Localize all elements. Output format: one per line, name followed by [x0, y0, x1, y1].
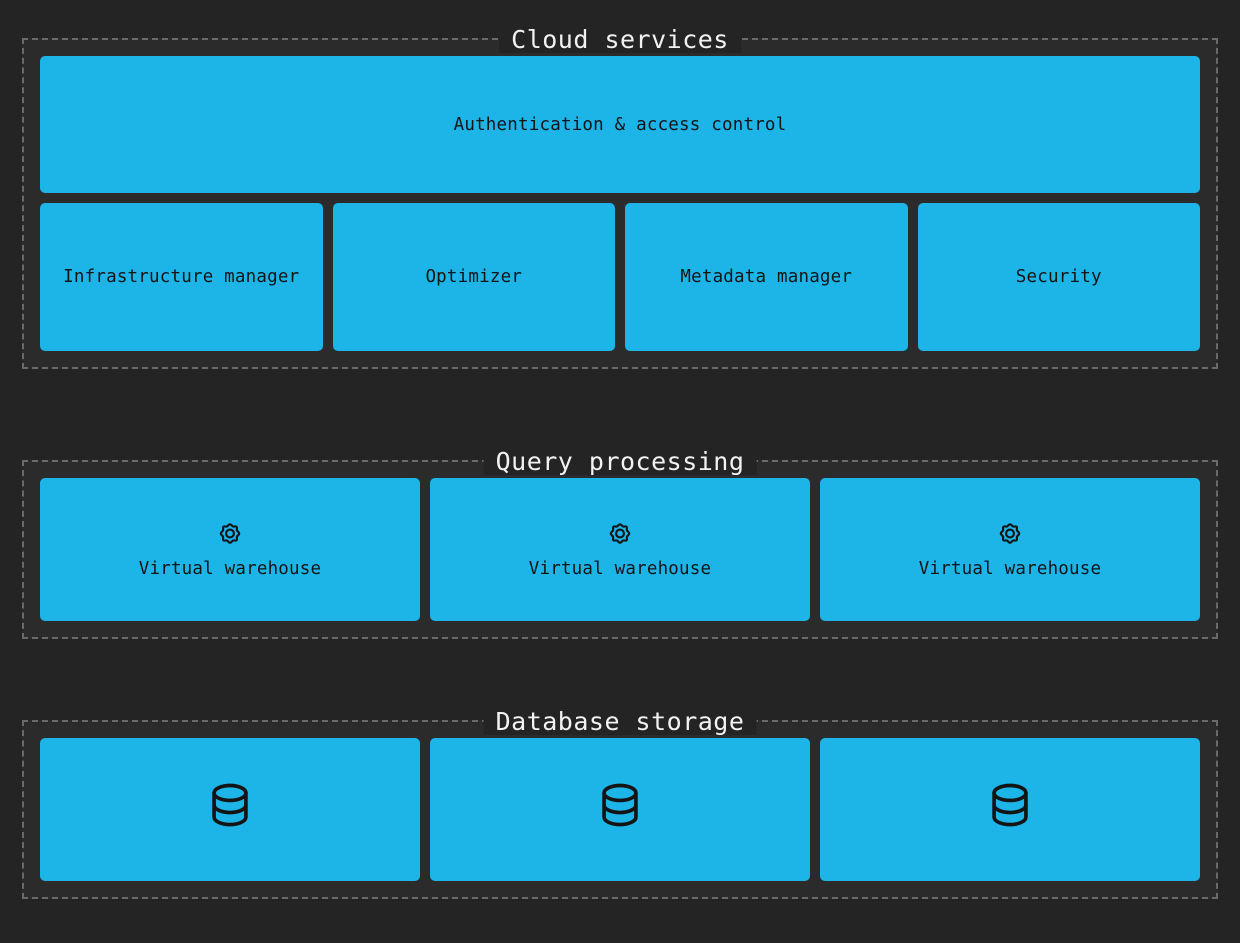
node-virtual-warehouse-3[interactable]: Virtual warehouse [820, 478, 1200, 621]
gear-icon [215, 521, 245, 551]
node-optimizer[interactable]: Optimizer [332, 203, 615, 351]
node-database-storage-1[interactable] [40, 738, 420, 881]
database-icon [987, 780, 1033, 832]
node-label: Security [1015, 267, 1102, 287]
node-metadata-manager[interactable]: Metadata manager [625, 203, 908, 351]
section-body-database-storage [24, 722, 1216, 897]
node-label: Optimizer [425, 267, 523, 287]
gear-icon [605, 521, 635, 551]
section-database-storage: Database storage [22, 709, 1218, 899]
node-security[interactable]: Security [917, 203, 1200, 351]
row-cloud-services-components: Infrastructure manager Optimizer Metadat… [40, 203, 1200, 351]
section-title-query-processing: Query processing [483, 449, 757, 475]
node-virtual-warehouse-1[interactable]: Virtual warehouse [40, 478, 420, 621]
section-cloud-services: Cloud services Authentication & access c… [22, 27, 1218, 369]
node-virtual-warehouse-2[interactable]: Virtual warehouse [430, 478, 810, 621]
node-label: Virtual warehouse [138, 558, 322, 579]
node-authentication-access-control[interactable]: Authentication & access control [40, 56, 1200, 193]
node-infrastructure-manager[interactable]: Infrastructure manager [40, 203, 323, 351]
node-database-storage-2[interactable] [430, 738, 810, 881]
node-label: Authentication & access control [453, 114, 787, 135]
section-query-processing: Query processing Virtual warehouse [22, 449, 1218, 639]
gear-icon [995, 521, 1025, 551]
node-label: Virtual warehouse [528, 558, 712, 579]
row-database-nodes [40, 738, 1200, 881]
node-label: Metadata manager [680, 267, 853, 287]
section-body-cloud-services: Authentication & access control Infrastr… [24, 40, 1216, 367]
node-label: Virtual warehouse [918, 558, 1102, 579]
row-virtual-warehouses: Virtual warehouse Virtual warehouse [40, 478, 1200, 621]
section-title-cloud-services: Cloud services [499, 27, 741, 53]
node-label: Infrastructure manager [63, 267, 300, 287]
database-icon [597, 780, 643, 832]
database-icon [207, 780, 253, 832]
row-cloud-services-primary: Authentication & access control [40, 56, 1200, 193]
section-body-query-processing: Virtual warehouse Virtual warehouse [24, 462, 1216, 637]
node-database-storage-3[interactable] [820, 738, 1200, 881]
section-title-database-storage: Database storage [483, 709, 757, 735]
